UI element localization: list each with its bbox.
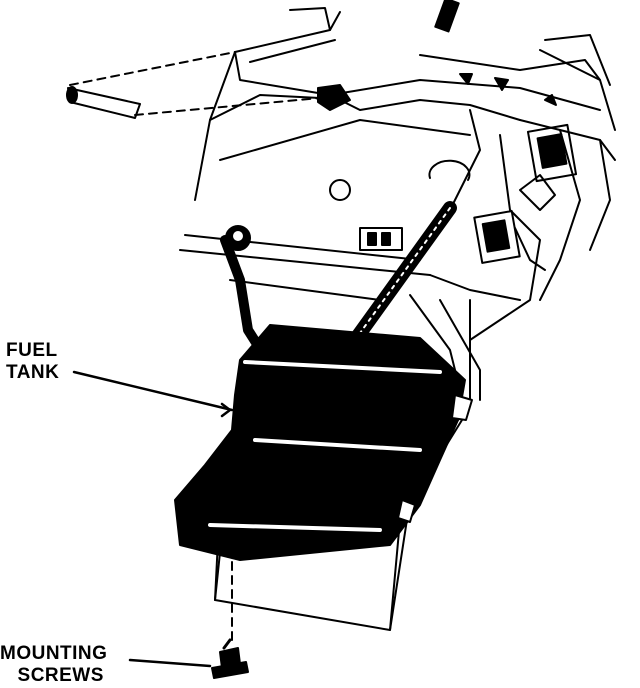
hose-tube [66,86,141,119]
tank-straps [208,360,442,532]
mounting-screws-label-line1: MOUNTING [0,643,108,664]
fuel-tank-label-line1: FUEL [6,340,58,361]
fuel-tank-label: FUEL TANK [6,340,59,384]
fuel-tank-label-line2: TANK [6,362,60,383]
dashed-guide-lines [69,51,321,641]
connector-block [359,227,403,251]
strap-hooks [397,394,473,523]
relay-box-upper [526,123,578,183]
mounting-brackets [317,0,557,111]
fuel-line [348,201,457,347]
mounting-screws-label-line2: SCREWS [17,665,104,686]
mounting-screw [211,638,249,679]
mounting-screws-label: MOUNTING SCREWS [0,643,107,687]
relay-box-lower [473,210,521,264]
leader-lines [72,370,234,668]
filler-neck [220,225,267,357]
